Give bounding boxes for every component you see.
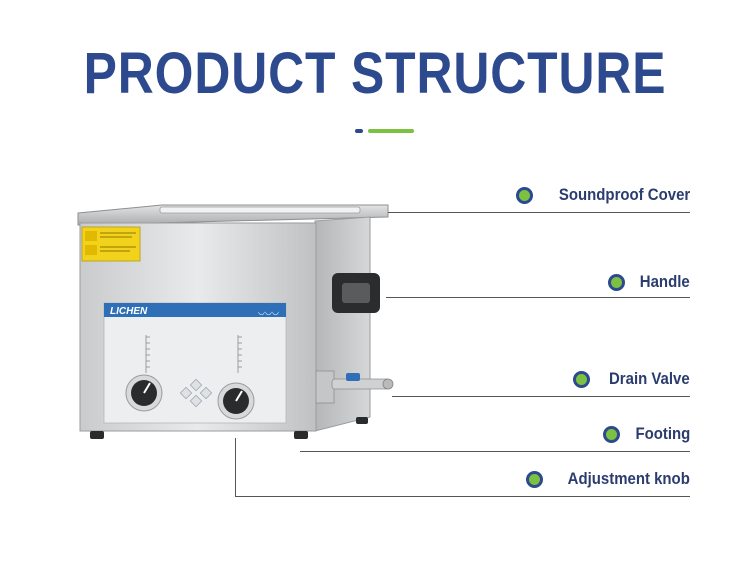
knob-left (125, 374, 163, 412)
scale-left (145, 335, 150, 373)
label-footing: Footing (602, 424, 690, 444)
label-text: Drain Valve (609, 369, 690, 388)
handle-shape (332, 273, 380, 313)
title-accent-dot (355, 129, 363, 133)
bullet-icon (573, 370, 591, 388)
scale-right (237, 335, 242, 373)
title-accent-bar (368, 129, 414, 133)
foot-right (294, 431, 308, 439)
leader-line-soundproof-cover (388, 212, 690, 213)
label-handle: Handle (608, 272, 690, 292)
drain-valve-shape (315, 370, 394, 404)
label-text: Handle (640, 272, 690, 291)
label-text: Soundproof Cover (558, 185, 690, 204)
foot-back (356, 417, 368, 424)
bullet-icon (515, 186, 533, 204)
foot-left (90, 431, 104, 439)
leader-line-footing (300, 451, 690, 452)
label-drain-valve: Drain Valve (573, 369, 690, 389)
lid-handle-rim (159, 206, 361, 214)
label-adjustment-knob: Adjustment knob (526, 469, 690, 489)
leader-line-drain-valve (392, 396, 690, 397)
bullet-icon (608, 273, 626, 291)
page-title: PRODUCT STRUCTURE (83, 41, 667, 106)
label-text: Footing (635, 424, 690, 443)
leader-line-handle (386, 297, 690, 298)
brand-strip (104, 303, 286, 317)
leader-line-adjustment-knob (235, 496, 690, 497)
knob-right (217, 382, 255, 420)
bullet-icon (526, 470, 544, 488)
ultrasonic-cleaner-illustration: LICHEN ◡◡◡ (77, 204, 394, 439)
label-soundproof-cover: Soundproof Cover (515, 185, 690, 205)
brand-logo: LICHEN (110, 306, 148, 317)
bullet-icon (602, 425, 620, 443)
label-text: Adjustment knob (567, 469, 690, 488)
center-buttons (179, 378, 213, 408)
svg-text:◡◡◡: ◡◡◡ (258, 307, 279, 316)
leader-vline-adjustment-knob (235, 438, 236, 496)
